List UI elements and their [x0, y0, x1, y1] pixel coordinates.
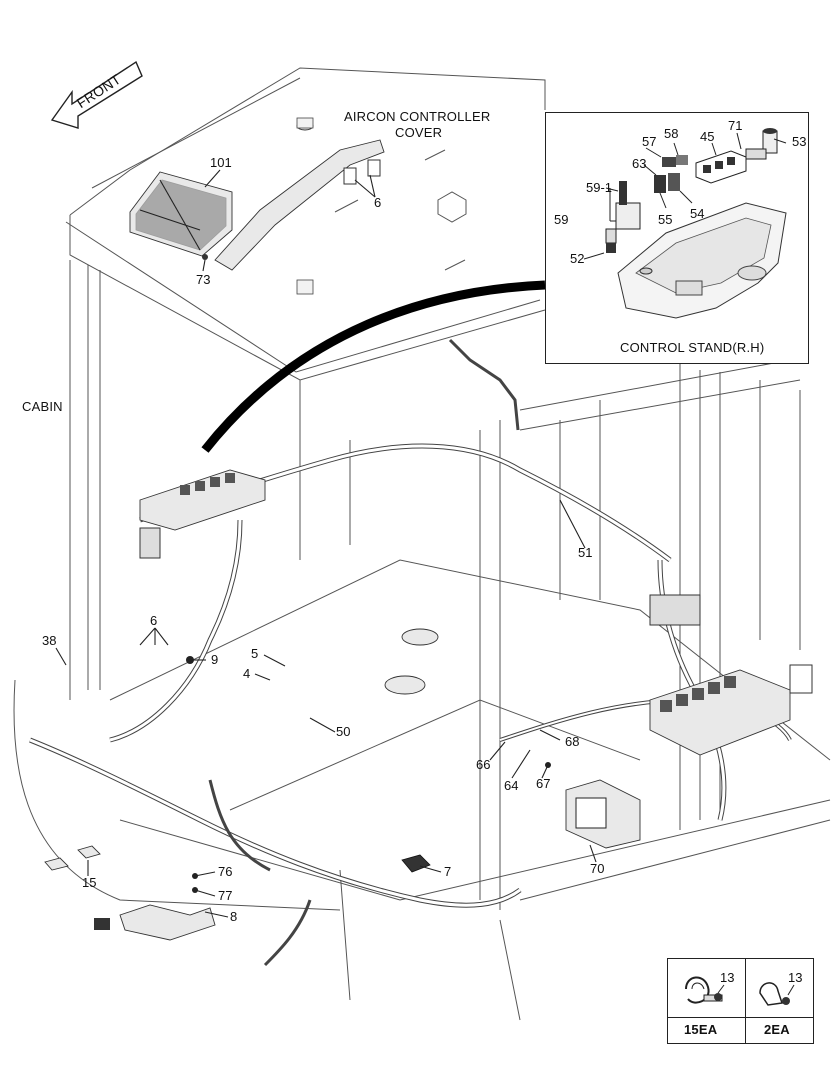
clamp-bracket-drawing: [759, 982, 795, 1006]
connector-70: [565, 779, 641, 849]
callout-leaders: [55, 169, 597, 918]
callout-4: 4: [243, 666, 251, 681]
callout-13-left: 13: [720, 970, 735, 985]
callout-67: 67: [536, 776, 551, 791]
clamp-qty-right: 2EA: [764, 1022, 790, 1037]
callout-71: 71: [728, 118, 743, 133]
control-stand-body: [617, 202, 787, 319]
callout-57: 57: [642, 134, 657, 149]
leader-curve: [201, 280, 546, 453]
callout-6-mid: 6: [150, 613, 158, 628]
callout-51: 51: [578, 545, 593, 560]
cabin-frame: [13, 260, 831, 1021]
callout-50: 50: [336, 724, 351, 739]
callout-101: 101: [210, 155, 232, 170]
callout-15: 15: [82, 875, 97, 890]
clamp-qty-left: 15EA: [684, 1022, 718, 1037]
key-switch: [605, 181, 641, 253]
callout-59-1: 59-1: [586, 180, 613, 195]
control-stand-heading: CONTROL STAND(R.H): [620, 340, 765, 355]
clamp-loop-drawing: [685, 976, 725, 1004]
cabin-switch-panel: [139, 469, 266, 559]
front-arrow: [50, 60, 143, 129]
callout-64: 64: [504, 778, 519, 793]
control-stand-drawing: [583, 128, 787, 319]
callout-45: 45: [700, 129, 715, 144]
switches-group: [654, 128, 778, 193]
clamp-box-divider-right: [746, 1017, 813, 1018]
callout-68: 68: [565, 734, 580, 749]
aircon-controller: [129, 171, 233, 260]
callout-54: 54: [690, 206, 705, 221]
harness-bundles: [29, 338, 792, 967]
part-8-bracket: [94, 904, 216, 941]
part-7-switch: [401, 854, 431, 873]
callout-77: 77: [218, 888, 233, 903]
callout-9: 9: [211, 652, 219, 667]
inset-leaders: [583, 132, 787, 260]
callout-76: 76: [218, 864, 233, 879]
callout-73: 73: [196, 272, 211, 287]
clamp-box-divider: [668, 1017, 746, 1018]
callout-66: 66: [476, 757, 491, 772]
callout-55: 55: [658, 212, 673, 227]
callout-63: 63: [632, 156, 647, 171]
clamp-box-2ea: 13 2EA: [745, 958, 814, 1044]
cabin-roof: [65, 67, 546, 381]
callout-53: 53: [792, 134, 807, 149]
control-stand-inset: 57 58 45 71 53 63 59-1 59 55 54 52 CONTR…: [545, 112, 809, 364]
aircon-controller-heading: AIRCON CONTROLLER: [344, 109, 491, 124]
aircon-cover: [214, 139, 385, 271]
clamp-marks: [186, 656, 551, 893]
callout-5: 5: [251, 646, 259, 661]
callout-58: 58: [664, 126, 679, 141]
callout-38: 38: [42, 633, 57, 648]
callout-8: 8: [230, 909, 238, 924]
callout-70: 70: [590, 861, 605, 876]
cover-heading: COVER: [395, 125, 443, 140]
callout-52: 52: [570, 251, 585, 266]
fuse-relay-block: [649, 594, 813, 756]
part-15-pads: [44, 845, 101, 871]
callout-7: 7: [444, 864, 452, 879]
cabin-heading: CABIN: [22, 399, 63, 414]
clamp-box-15ea: 13 15EA: [667, 958, 747, 1044]
callout-59: 59: [554, 212, 569, 227]
callout-6-top: 6: [374, 195, 382, 210]
callout-13-right: 13: [788, 970, 803, 985]
